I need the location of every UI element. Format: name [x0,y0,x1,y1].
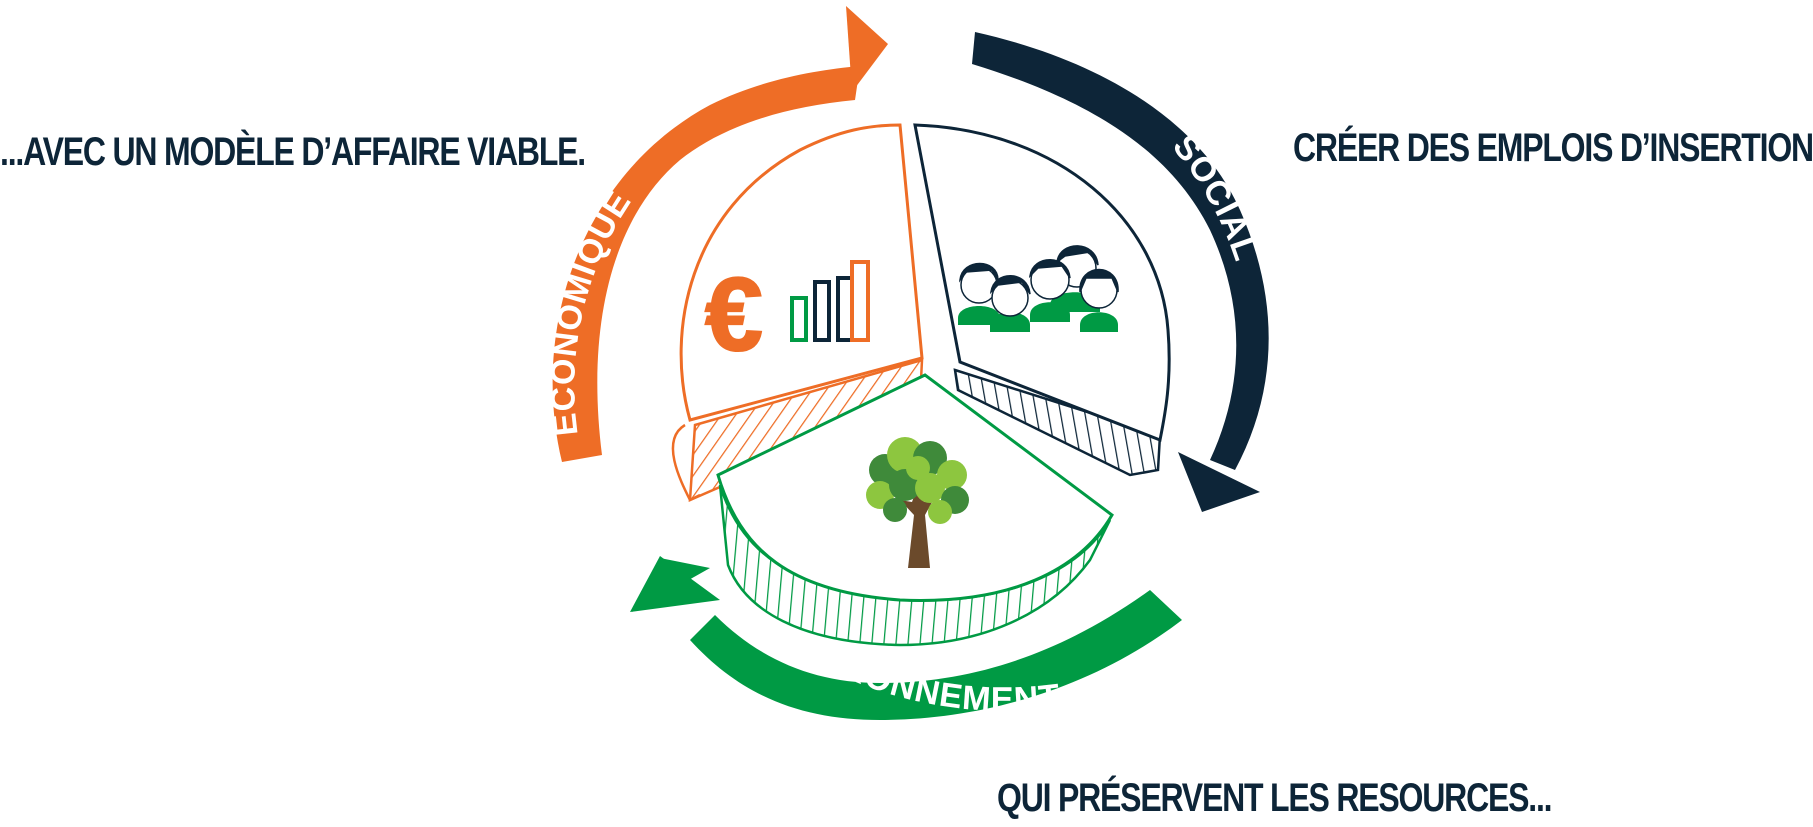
caption-economic: ...AVEC UN MODÈLE D’AFFAIRE VIABLE. [0,130,586,174]
caption-social: CRÉER DES EMPLOIS D’INSERTION... [1293,126,1813,170]
tree-icon [866,437,969,568]
euro-symbol: € [705,257,763,373]
euro-bar-chart-icon: € [704,256,870,374]
people-group-icon [958,245,1119,332]
person-3 [989,275,1031,332]
bar-2 [813,280,831,342]
social-arrow-label: SOCIAL [1165,128,1265,266]
person-4 [1028,259,1071,322]
person-1 [958,262,1000,325]
bar-1 [790,296,808,342]
person-5 [1079,268,1119,332]
bar-4 [850,260,870,342]
caption-environmental: QUI PRÉSERVENT LES RESOURCES... [997,776,1553,820]
